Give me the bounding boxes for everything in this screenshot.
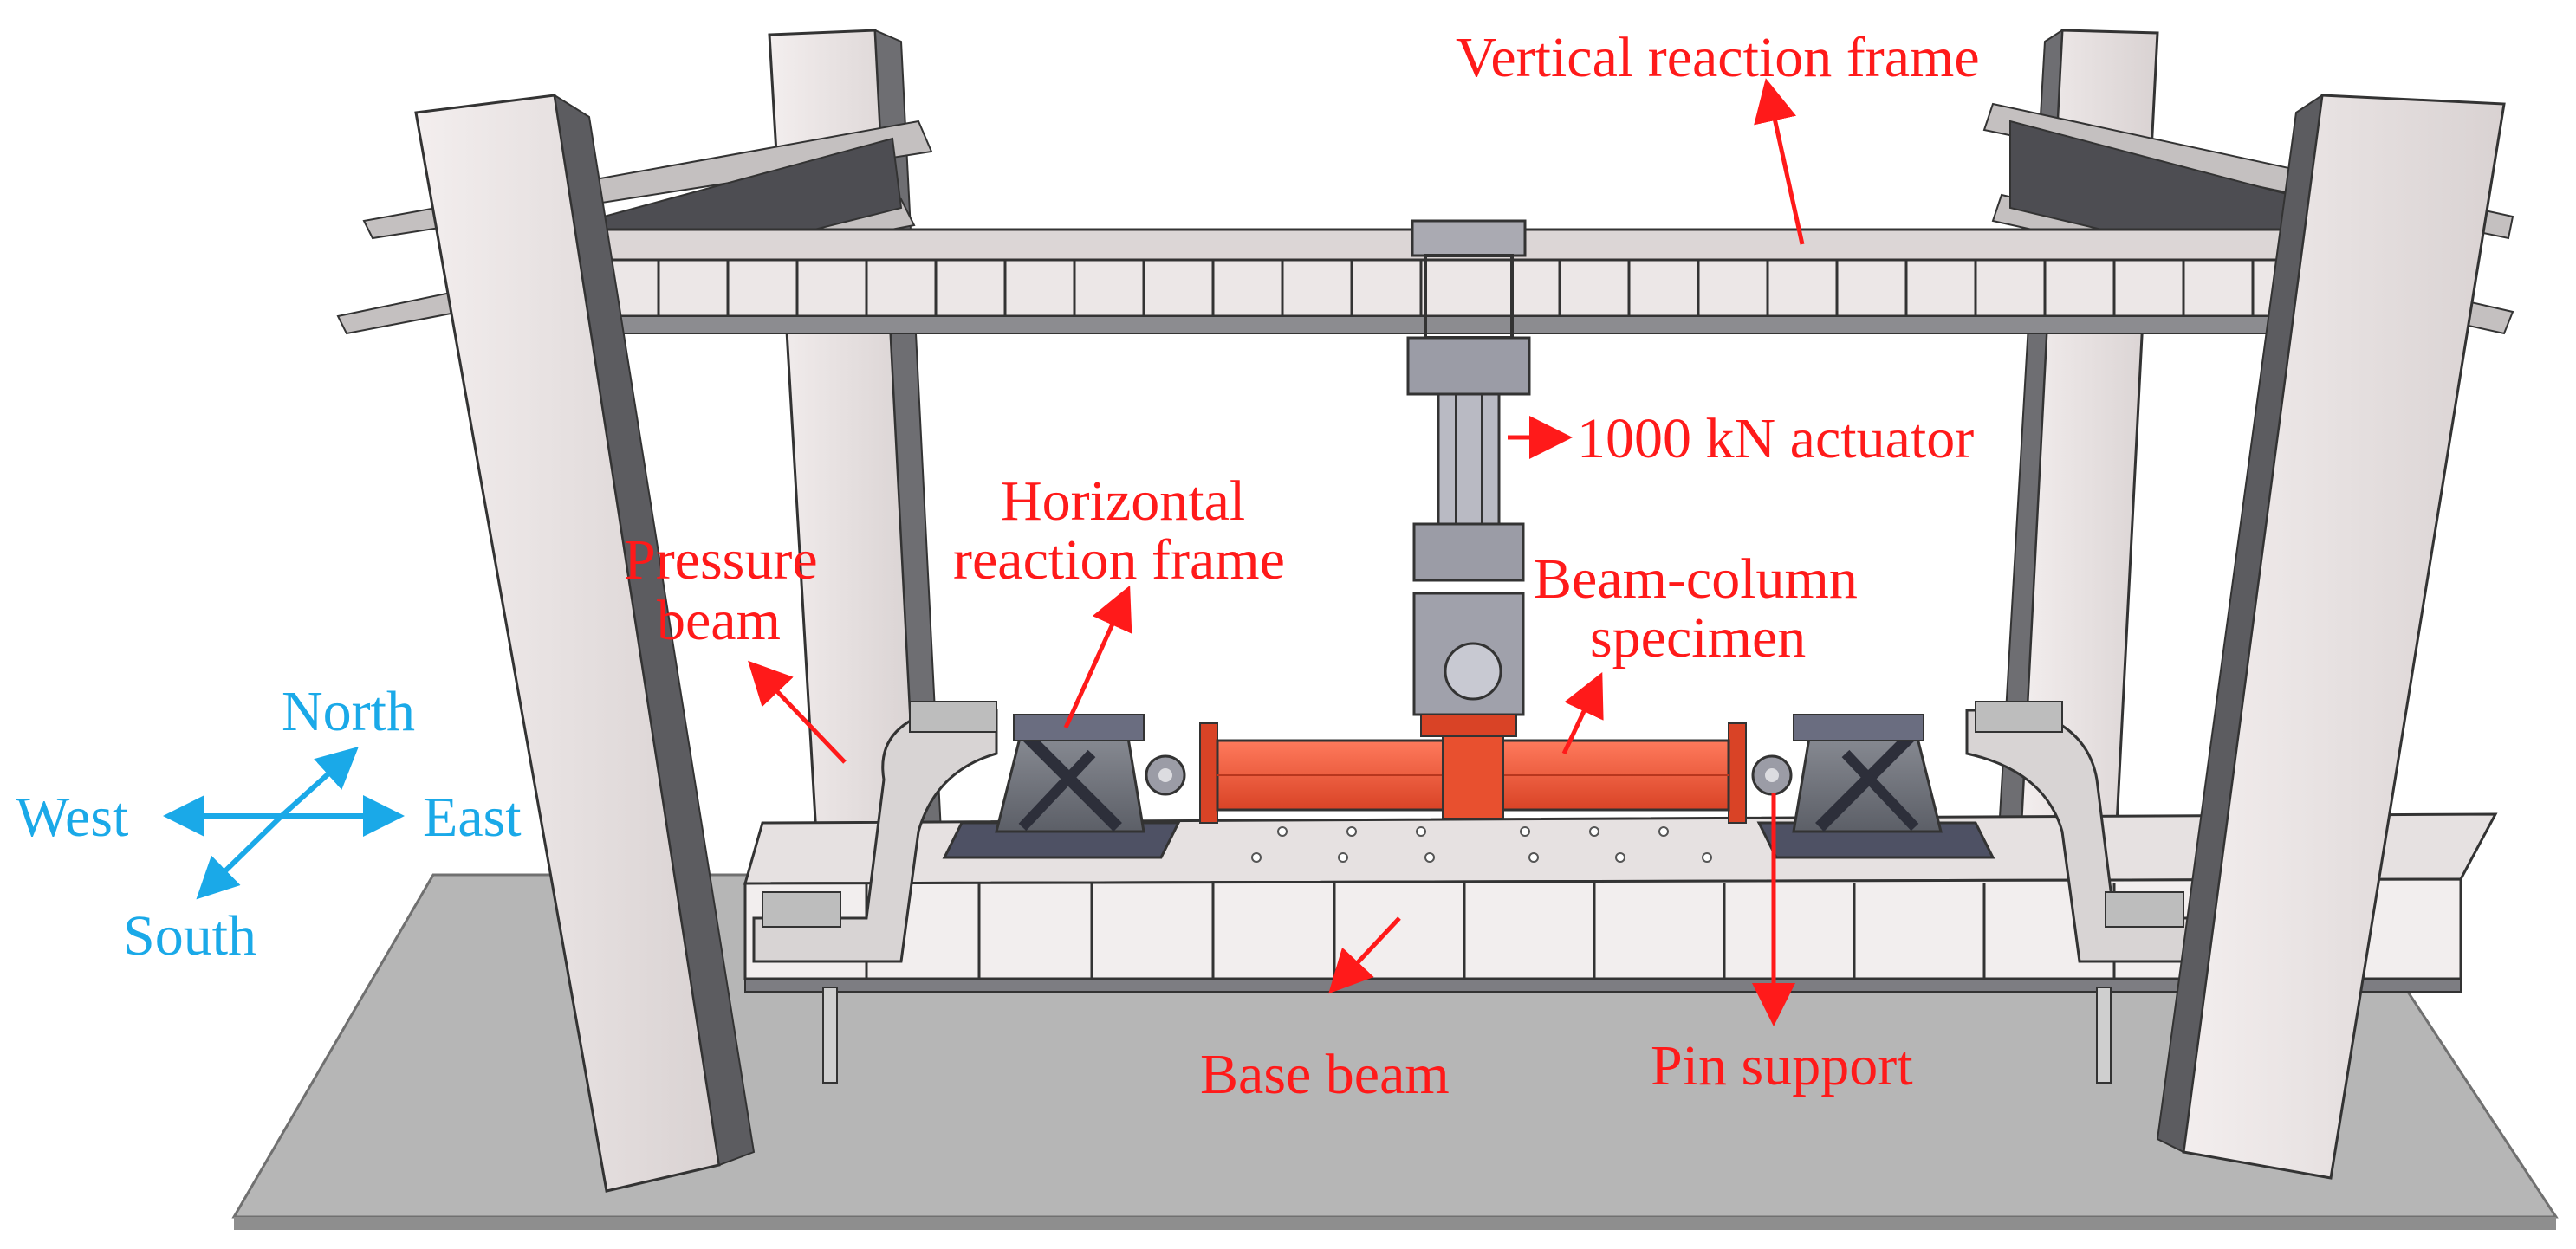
compass-west-label: West bbox=[16, 786, 128, 849]
label-specimen-line1: Beam-column bbox=[1534, 547, 1858, 611]
arrow-base-beam bbox=[1328, 916, 1401, 994]
horizontal-reaction-frame-west bbox=[942, 714, 1186, 859]
label-specimen-line2: specimen bbox=[1590, 606, 1806, 670]
label-base-beam: Base beam bbox=[1200, 1043, 1450, 1106]
base-beam bbox=[743, 812, 2498, 1084]
label-actuator: 1000 kN actuator bbox=[1577, 407, 1974, 470]
beam-column-specimen bbox=[1199, 722, 1747, 824]
arrow-specimen bbox=[1561, 671, 1604, 755]
label-vertical-reaction-frame: Vertical reaction frame bbox=[1456, 26, 1980, 89]
arrow-vertical-frame bbox=[1754, 78, 1805, 245]
compass-arrow-south bbox=[196, 813, 284, 900]
pressure-beam-west bbox=[752, 701, 998, 963]
arrow-horizontal-frame bbox=[1063, 585, 1132, 729]
compass-south-label: South bbox=[123, 904, 256, 967]
horizontal-reaction-frame-east bbox=[1751, 714, 1995, 859]
arrow-pressure-beam bbox=[748, 660, 847, 764]
compass-arrow-north bbox=[279, 746, 359, 819]
compass-east-label: East bbox=[423, 786, 522, 849]
actuator bbox=[1406, 219, 1531, 737]
front-column-east bbox=[2156, 93, 2506, 1180]
label-horizontal-frame-line1: Horizontal bbox=[1001, 469, 1245, 533]
compass-north-label: North bbox=[282, 680, 415, 743]
label-pressure-beam-line2: beam bbox=[657, 589, 781, 652]
front-column-west bbox=[414, 93, 756, 1193]
label-pin-support: Pin support bbox=[1651, 1034, 1913, 1097]
compass: North West East South bbox=[16, 680, 522, 967]
label-horizontal-frame-line2: reaction frame bbox=[953, 528, 1285, 592]
label-pressure-beam-line1: Pressure bbox=[624, 528, 818, 592]
